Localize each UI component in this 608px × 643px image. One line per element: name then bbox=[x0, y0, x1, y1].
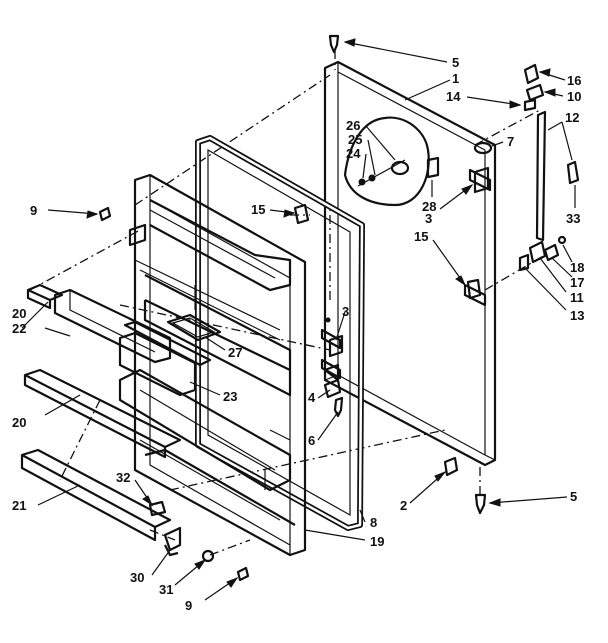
callout-3-lower: 3 bbox=[342, 304, 349, 319]
callout-21: 21 bbox=[12, 498, 26, 513]
callout-14: 14 bbox=[446, 89, 461, 104]
callout-18: 18 bbox=[570, 260, 584, 275]
callout-labels: 5 1 16 10 14 12 7 26 25 24 28 3 33 9 15 … bbox=[12, 55, 584, 613]
callout-13: 13 bbox=[570, 308, 584, 323]
callout-20-lower: 20 bbox=[12, 415, 26, 430]
callout-32: 32 bbox=[116, 470, 130, 485]
callout-10: 10 bbox=[567, 89, 581, 104]
callout-28: 28 bbox=[422, 199, 436, 214]
callout-12: 12 bbox=[565, 110, 579, 125]
callout-22: 22 bbox=[12, 321, 26, 336]
shelf-parts bbox=[20, 283, 222, 557]
callout-25: 25 bbox=[348, 132, 362, 147]
callout-16: 16 bbox=[567, 73, 581, 88]
outer-door-panel bbox=[320, 60, 497, 467]
callout-9-upper: 9 bbox=[30, 203, 37, 218]
callout-33: 33 bbox=[566, 211, 580, 226]
door-liner bbox=[118, 173, 307, 557]
callout-27: 27 bbox=[228, 345, 242, 360]
callout-17: 17 bbox=[570, 275, 584, 290]
callout-23: 23 bbox=[223, 389, 237, 404]
callout-19: 19 bbox=[370, 534, 384, 549]
callout-9-lower: 9 bbox=[185, 598, 192, 613]
callout-7: 7 bbox=[507, 134, 514, 149]
callout-8: 8 bbox=[370, 515, 377, 530]
callout-30: 30 bbox=[130, 570, 144, 585]
callout-5-lower: 5 bbox=[570, 489, 577, 504]
callout-15-right: 15 bbox=[414, 229, 428, 244]
callout-20-upper: 20 bbox=[12, 306, 26, 321]
callout-31: 31 bbox=[159, 582, 173, 597]
callout-5: 5 bbox=[452, 55, 459, 70]
hardware bbox=[98, 34, 580, 582]
callout-6: 6 bbox=[308, 433, 315, 448]
callout-11: 11 bbox=[570, 290, 584, 305]
callout-3-upper: 3 bbox=[425, 211, 432, 226]
callout-2: 2 bbox=[400, 498, 407, 513]
callout-4: 4 bbox=[308, 390, 316, 405]
leader-lines bbox=[21, 38, 576, 601]
callout-1: 1 bbox=[452, 71, 459, 86]
callout-15-left: 15 bbox=[251, 202, 265, 217]
callout-24: 24 bbox=[346, 146, 361, 161]
callout-26: 26 bbox=[346, 118, 360, 133]
